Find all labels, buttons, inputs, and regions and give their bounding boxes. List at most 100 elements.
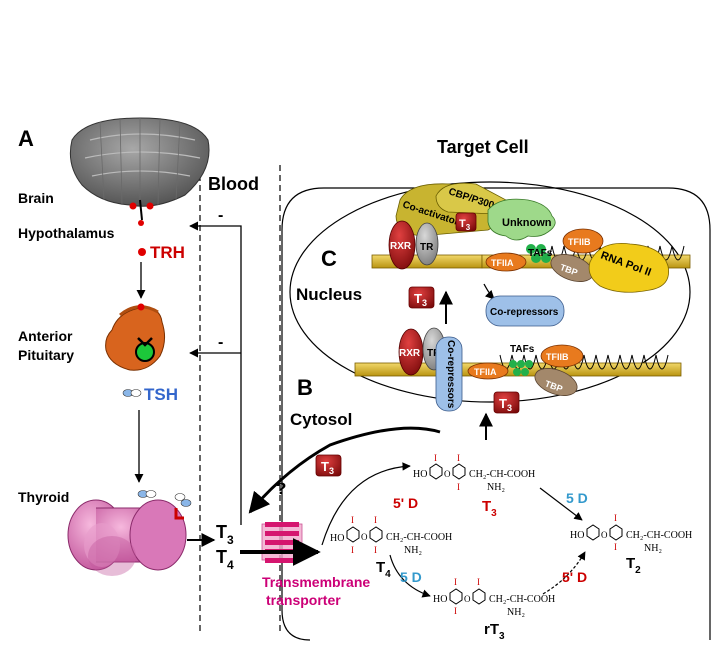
t2-label: T2 xyxy=(626,555,641,576)
svg-text:HO: HO xyxy=(330,533,344,544)
corepressor-vertical-icon xyxy=(435,336,463,412)
corepressor-vertical-label: Co-repressors xyxy=(445,340,456,409)
svg-text:HO: HO xyxy=(570,530,584,541)
rxr-repressed-label: RXR xyxy=(399,348,421,359)
blood-t3-label: T3 xyxy=(216,522,234,547)
panel-label-b: B xyxy=(297,375,313,400)
thyroid-label: Thyroid xyxy=(18,489,69,505)
svg-text:O: O xyxy=(601,530,608,540)
brain-label: Brain xyxy=(18,190,54,206)
tbp-repressed-icon xyxy=(534,368,578,396)
svg-text:NH₂: NH₂ xyxy=(644,543,662,554)
transporter-label-line2: transporter xyxy=(266,592,341,608)
svg-text:NH₂: NH₂ xyxy=(404,545,422,556)
brain-icon xyxy=(69,117,210,226)
tafs-active-label: TAFs xyxy=(528,248,553,259)
nucleus-label: Nucleus xyxy=(296,285,362,304)
corepressor-released-label: Co-repressors xyxy=(490,307,559,318)
nuclear-t3-badge-icon: T3 xyxy=(408,286,435,309)
feedback-hypothalamus-arrow xyxy=(189,221,242,525)
bound-t3-badge-icon: T3 xyxy=(455,212,477,232)
svg-text:I: I xyxy=(351,515,354,525)
svg-text:CH₂-CH-COOH: CH₂-CH-COOH xyxy=(489,594,555,605)
transporter-icon xyxy=(261,522,303,563)
svg-text:I: I xyxy=(374,515,377,525)
tfiia-repressed-label: TFIIA xyxy=(474,367,497,377)
target-cell-membrane xyxy=(281,187,711,641)
corepressor-release-arrow xyxy=(483,283,495,300)
svg-text:O: O xyxy=(361,532,368,542)
pituitary-label: Pituitary xyxy=(18,347,74,363)
efflux-question-mark: ? xyxy=(276,479,286,498)
svg-text:O: O xyxy=(464,594,471,604)
target-cell-label: Target Cell xyxy=(437,137,529,157)
tafs-active-icon xyxy=(526,244,551,263)
nucleus-membrane xyxy=(289,181,691,403)
svg-text:I: I xyxy=(457,482,460,492)
svg-text:T3: T3 xyxy=(459,218,471,232)
rt3-to-t2-arrow xyxy=(542,551,586,595)
rna-pol-ii-icon xyxy=(588,243,669,293)
transporter-label-line1: Transmembrane xyxy=(262,574,370,590)
unknown-factor-label: Unknown xyxy=(502,217,552,229)
svg-text:NH₂: NH₂ xyxy=(487,482,505,493)
svg-text:O: O xyxy=(444,469,451,479)
svg-text:CH₂-CH-COOH: CH₂-CH-COOH xyxy=(469,469,535,480)
tfiib-repressed-label: TFIIB xyxy=(546,352,569,362)
anterior-label: Anterior xyxy=(18,328,73,344)
t4-label: T4 xyxy=(376,559,391,580)
trh-dot-icon xyxy=(138,248,146,256)
rt3-structure: HO O I I I CH₂-CH-COOH NH₂ xyxy=(433,577,555,618)
tr-active-label: TR xyxy=(420,242,434,253)
svg-text:I: I xyxy=(351,545,354,555)
t3-efflux-arrow xyxy=(248,426,441,514)
rxr-active-label: RXR xyxy=(390,241,412,252)
tsh-molecule-icon xyxy=(122,389,142,397)
blood-t4-label: T4 xyxy=(216,547,234,572)
svg-text:I: I xyxy=(614,542,617,552)
corepressor-released-icon xyxy=(485,295,565,327)
t4-to-t3-arrow xyxy=(321,462,411,546)
rxr-active-icon xyxy=(388,220,416,270)
deiodinase-5-t3-t2: 5 D xyxy=(566,490,588,506)
svg-text:I: I xyxy=(454,606,457,616)
t4-structure: HO O I I I I CH₂-CH-COOH NH₂ xyxy=(330,515,452,556)
t3-structure: HO O I I I CH₂-CH-COOH NH₂ xyxy=(413,453,535,493)
svg-text:NH₂: NH₂ xyxy=(507,607,525,618)
svg-text:T3: T3 xyxy=(414,291,427,308)
svg-text:T3: T3 xyxy=(499,396,512,413)
svg-text:I: I xyxy=(457,453,460,463)
pituitary-icon xyxy=(105,303,166,371)
svg-text:I: I xyxy=(434,453,437,463)
tr-active-icon xyxy=(415,222,439,266)
tsh-label: TSH xyxy=(144,385,178,404)
rt3-label: rT3 xyxy=(484,621,505,642)
svg-text:HO: HO xyxy=(413,469,427,480)
deiodinase-5-t4-rt3: 5 D xyxy=(400,569,422,585)
svg-text:CH₂-CH-COOH: CH₂-CH-COOH xyxy=(626,530,692,541)
panel-label-a: A xyxy=(18,126,34,151)
tr-repressed-label: TR xyxy=(427,348,441,359)
tfiib-repressed-icon xyxy=(540,344,584,368)
svg-text:I: I xyxy=(477,577,480,587)
deiodinase-5prime-rt3-t2: 5' D xyxy=(562,569,587,585)
blood-label: Blood xyxy=(208,174,259,194)
tfiib-active-icon xyxy=(562,228,604,254)
feedback-minus-hypothalamus: - xyxy=(218,207,223,224)
cytosol-t3-badge-icon: T3 xyxy=(493,391,520,414)
tafs-repressed-label: TAFs xyxy=(510,344,535,355)
trh-label: TRH xyxy=(150,243,185,262)
hypothalamus-label: Hypothalamus xyxy=(18,225,115,241)
t3-label: T3 xyxy=(482,498,497,519)
tfiia-active-icon xyxy=(485,252,527,272)
svg-text:T3: T3 xyxy=(321,459,334,476)
panel-label-c: C xyxy=(321,246,337,271)
unknown-factor-icon xyxy=(487,198,556,241)
t3-badge-icon: T3 xyxy=(315,454,342,477)
tsh-receptor-icon xyxy=(137,490,192,520)
t3-to-t2-arrow xyxy=(539,487,583,521)
t2-structure: HO O I I CH₂-CH-COOH NH₂ xyxy=(570,513,692,554)
svg-text:I: I xyxy=(614,513,617,523)
svg-text:CH₂-CH-COOH: CH₂-CH-COOH xyxy=(386,532,452,543)
